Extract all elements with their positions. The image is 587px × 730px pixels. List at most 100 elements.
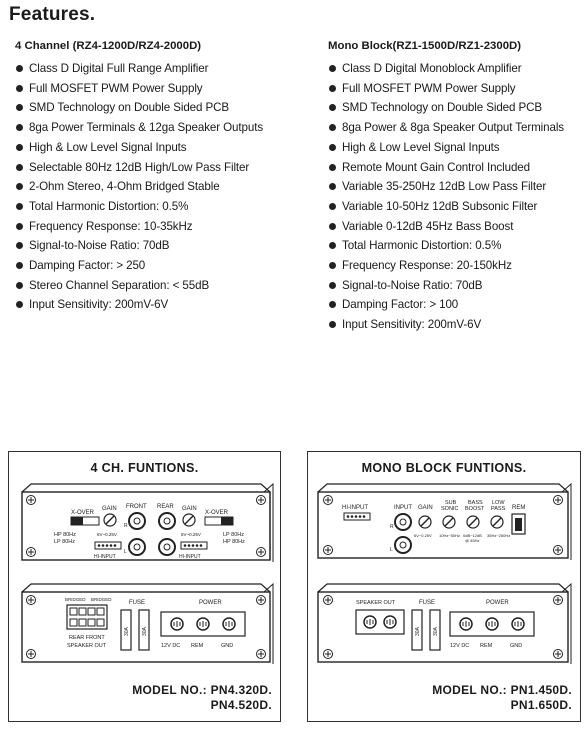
screw-icon (323, 545, 333, 555)
feature-item: Full MOSFET PWM Power Supply (15, 79, 320, 99)
power-terminal-icon (511, 617, 525, 631)
bass-boost-label: BOOST (465, 506, 485, 512)
rca-jack-icon (394, 513, 412, 531)
feature-item: High & Low Level Signal Inputs (328, 138, 586, 158)
column-heading-4-channel: 4 Channel (RZ4-1200D/RZ4-2000D) (15, 40, 202, 52)
fuse-rating-label: 30A (433, 626, 439, 636)
lp-range-label: 35Hz~250Hz (487, 533, 510, 538)
model-line-2: PN1.650D. (510, 698, 572, 712)
hp-label: HP 80Hz (54, 532, 76, 538)
feature-item: Total Harmonic Distortion: 0.5% (328, 236, 586, 256)
sub-range-label: 10Hz~50Hz (439, 533, 460, 538)
feature-item: Variable 35-250Hz 12dB Low Pass Filter (328, 177, 586, 197)
gnd-label: GND (510, 643, 522, 649)
screw-icon (256, 649, 266, 659)
power-label: POWER (199, 600, 222, 606)
rca-jack-icon (128, 538, 146, 556)
bridged-label: BRIDGED (65, 597, 86, 602)
speaker-out-label: SPEAKER OUT (356, 600, 396, 606)
feature-item: Damping Factor: > 250 (15, 256, 320, 276)
power-terminal-icon (196, 617, 210, 631)
feature-item: Class D Digital Monoblock Amplifier (328, 59, 586, 79)
feature-item: 2-Ohm Stereo, 4-Ohm Bridged Stable (15, 177, 320, 197)
feature-item: Full MOSFET PWM Power Supply (328, 79, 586, 99)
screw-icon (323, 495, 333, 505)
hi-input-label: HI-INPUT (94, 554, 116, 560)
screw-icon (323, 649, 333, 659)
feature-item: SMD Technology on Double Sided PCB (15, 98, 320, 118)
12v-label: 12V DC (450, 643, 469, 649)
feature-item: Remote Mount Gain Control Included (328, 158, 586, 178)
feature-item: Stereo Channel Separation: < 55dB (15, 276, 320, 296)
features-4-channel: 4 Channel (RZ4-1200D/RZ4-2000D) Class D … (15, 40, 320, 315)
screw-icon (26, 547, 36, 557)
low-pass-label: PASS (491, 506, 506, 512)
rca-jack-icon (158, 538, 176, 556)
rem-label: REM (191, 643, 204, 649)
input-label: INPUT (394, 505, 412, 511)
fuse-icon (411, 609, 423, 651)
right-channel-label: R (124, 523, 128, 529)
panel-mono-block-functions: MONO BLOCK FUNTIONS. HI-INPUT INPUT R L … (307, 451, 581, 722)
feature-item: Class D Digital Full Range Amplifier (15, 59, 320, 79)
screw-icon (256, 495, 266, 505)
model-line-1: MODEL NO.: PN4.320D. (132, 683, 272, 697)
feature-item: Signal-to-Noise Ratio: 70dB (15, 236, 320, 256)
bass-freq-label: @ 45Hz (465, 538, 480, 543)
sub-sonic-label: SONIC (441, 506, 458, 512)
left-channel-label: L (124, 549, 127, 555)
rem-label: REM (480, 643, 493, 649)
fuse-rating-label: 30A (415, 626, 421, 636)
amp-top-face (317, 491, 569, 559)
feature-item: Input Sensitivity: 200mV-6V (15, 295, 320, 315)
rca-jack-icon (158, 512, 176, 530)
feature-item: 8ga Power & 8ga Speaker Output Terminals (328, 118, 586, 138)
power-terminal-icon (222, 617, 236, 631)
xover-label: X-OVER (71, 510, 95, 516)
gain-range-label: 6V~0.25V (414, 533, 432, 538)
speaker-terminal-icon (383, 615, 397, 629)
gnd-label: GND (221, 643, 233, 649)
lp-label: LP 80Hz (54, 539, 75, 545)
feature-item: Signal-to-Noise Ratio: 70dB (328, 276, 586, 296)
speaker-out-label: SPEAKER OUT (67, 643, 107, 649)
hi-input-label: HI-INPUT (342, 505, 368, 511)
amp-top-face (21, 491, 271, 561)
rca-jack-icon (394, 536, 412, 554)
gain-knob-icon (182, 513, 196, 527)
panel-title-mono: MONO BLOCK FUNTIONS. (361, 461, 527, 475)
power-terminal-icon (485, 617, 499, 631)
right-channel-label: R (390, 524, 394, 530)
feature-item: Frequency Response: 10-35kHz (15, 217, 320, 237)
low-pass-label: LOW (492, 500, 505, 506)
hp-label: HP 80Hz (223, 539, 245, 545)
low-pass-knob-icon (490, 515, 504, 529)
bass-boost-knob-icon (466, 515, 480, 529)
lp-label: LP 80Hz (223, 532, 244, 538)
panel-title-4ch: 4 CH. FUNTIONS. (90, 461, 199, 475)
page-title: Features. (9, 4, 96, 25)
fuse-rating-label: 30A (142, 626, 148, 636)
model-number-mono: MODEL NO.: PN1.450D. PN1.650D. (432, 683, 572, 713)
hi-input-label: HI-INPUT (179, 554, 201, 560)
screw-icon (553, 495, 563, 505)
left-channel-label: L (390, 547, 393, 553)
rear-front-label: REAR FRONT (69, 635, 105, 641)
screw-icon (256, 547, 266, 557)
power-label: POWER (486, 600, 509, 606)
fuse-rating-label: 30A (124, 626, 130, 636)
rca-jack-icon (128, 512, 146, 530)
screw-icon (256, 595, 266, 605)
screw-icon (26, 495, 36, 505)
feature-item: Variable 10-50Hz 12dB Subsonic Filter (328, 197, 586, 217)
amplifier-mono-diagram: HI-INPUT INPUT R L GAIN 6V~0.25V SUB SON… (317, 482, 572, 664)
feature-item: SMD Technology on Double Sided PCB (328, 98, 586, 118)
fuse-label: FUSE (129, 600, 145, 606)
feature-item: Selectable 80Hz 12dB High/Low Pass Filte… (15, 158, 320, 178)
bass-range-label: 0dB~12dB (463, 533, 482, 538)
screw-icon (553, 545, 563, 555)
fuse-icon (120, 609, 132, 651)
screw-icon (26, 649, 36, 659)
feature-item: Frequency Response: 20-150kHz (328, 256, 586, 276)
